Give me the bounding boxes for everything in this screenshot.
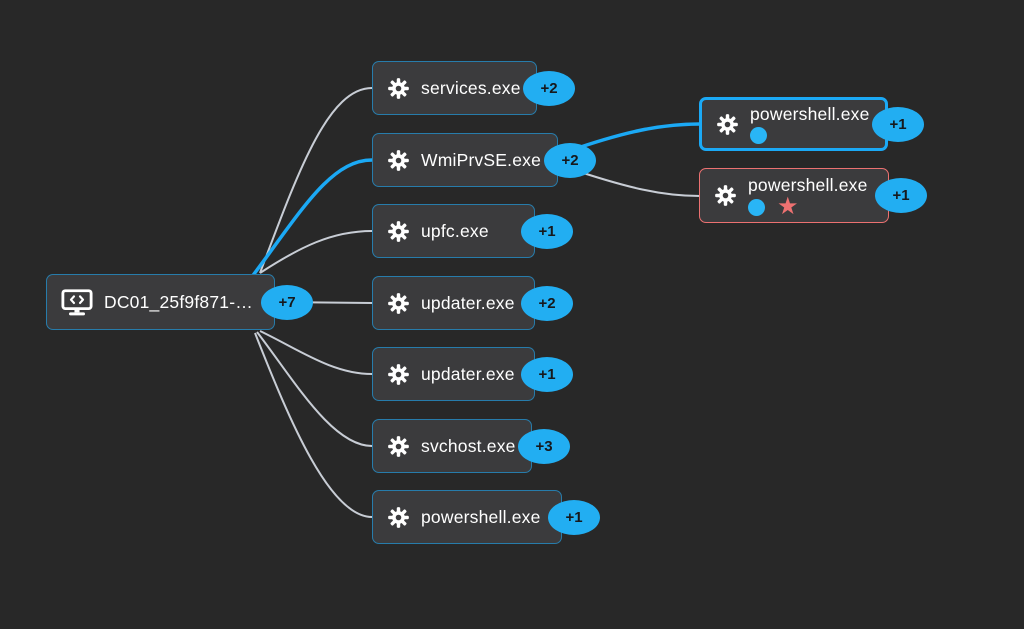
process-node-services[interactable]: services.exe +2 — [372, 61, 575, 115]
gear-icon — [387, 292, 410, 315]
child-count-badge[interactable]: +1 — [875, 178, 927, 213]
gear-icon — [387, 149, 410, 172]
process-label: updater.exe — [421, 292, 515, 313]
process-label: svchost.exe — [421, 435, 516, 456]
process-node-powershell-3-alert[interactable]: powershell.exe ★ +1 — [699, 168, 927, 223]
process-node-updater-1[interactable]: updater.exe +2 — [372, 276, 573, 330]
circle-dot-indicator — [748, 198, 765, 216]
gear-icon — [387, 435, 410, 458]
process-node-upfc[interactable]: upfc.exe +1 — [372, 204, 573, 258]
child-count-badge[interactable]: +2 — [523, 70, 575, 106]
star-indicator-icon: ★ — [777, 192, 799, 220]
process-node-wmiprvse[interactable]: WmiPrvSE.exe +2 — [372, 133, 596, 187]
child-count-badge[interactable]: +1 — [521, 213, 573, 249]
node-indicators: ★ — [748, 192, 868, 220]
gear-icon — [387, 506, 410, 529]
edge-host-upfc — [259, 230, 373, 274]
process-label: WmiPrvSE.exe — [421, 149, 542, 170]
edge-host-updater-2 — [259, 330, 373, 375]
child-count-badge[interactable]: +1 — [872, 106, 924, 142]
process-label: updater.exe — [421, 363, 515, 384]
edge-host-services — [259, 87, 373, 274]
monitor-code-icon — [61, 288, 93, 317]
node-indicators — [750, 127, 870, 145]
process-node-updater-2[interactable]: updater.exe +1 — [372, 347, 573, 401]
process-label: powershell.exe — [750, 103, 870, 124]
process-node-powershell-2-selected[interactable]: powershell.exe +1 — [699, 97, 924, 151]
edge-host-powershell-1 — [254, 332, 373, 518]
child-count-badge[interactable]: +7 — [261, 284, 313, 320]
process-label: powershell.exe — [748, 175, 868, 195]
child-count-badge[interactable]: +1 — [548, 499, 600, 535]
child-count-badge[interactable]: +2 — [544, 142, 596, 178]
gear-icon — [387, 77, 410, 100]
child-count-badge[interactable]: +3 — [518, 428, 570, 464]
process-label: powershell.exe — [421, 506, 541, 527]
gear-icon — [716, 113, 739, 136]
host-label: DC01_25f9f871-… — [104, 291, 253, 312]
host-node-dc01[interactable]: DC01_25f9f871-… +7 — [46, 274, 313, 330]
edge-host-wmiprvse — [249, 158, 373, 280]
gear-icon — [387, 363, 410, 386]
edge-host-svchost — [256, 331, 373, 447]
gear-icon — [714, 184, 737, 207]
process-node-powershell-1[interactable]: powershell.exe +1 — [372, 490, 600, 544]
process-label: upfc.exe — [421, 220, 489, 241]
gear-icon — [387, 220, 410, 243]
process-node-svchost[interactable]: svchost.exe +3 — [372, 419, 570, 473]
child-count-badge[interactable]: +2 — [521, 285, 573, 321]
circle-dot-indicator — [750, 127, 767, 144]
child-count-badge[interactable]: +1 — [521, 356, 573, 392]
process-label: services.exe — [421, 77, 521, 98]
